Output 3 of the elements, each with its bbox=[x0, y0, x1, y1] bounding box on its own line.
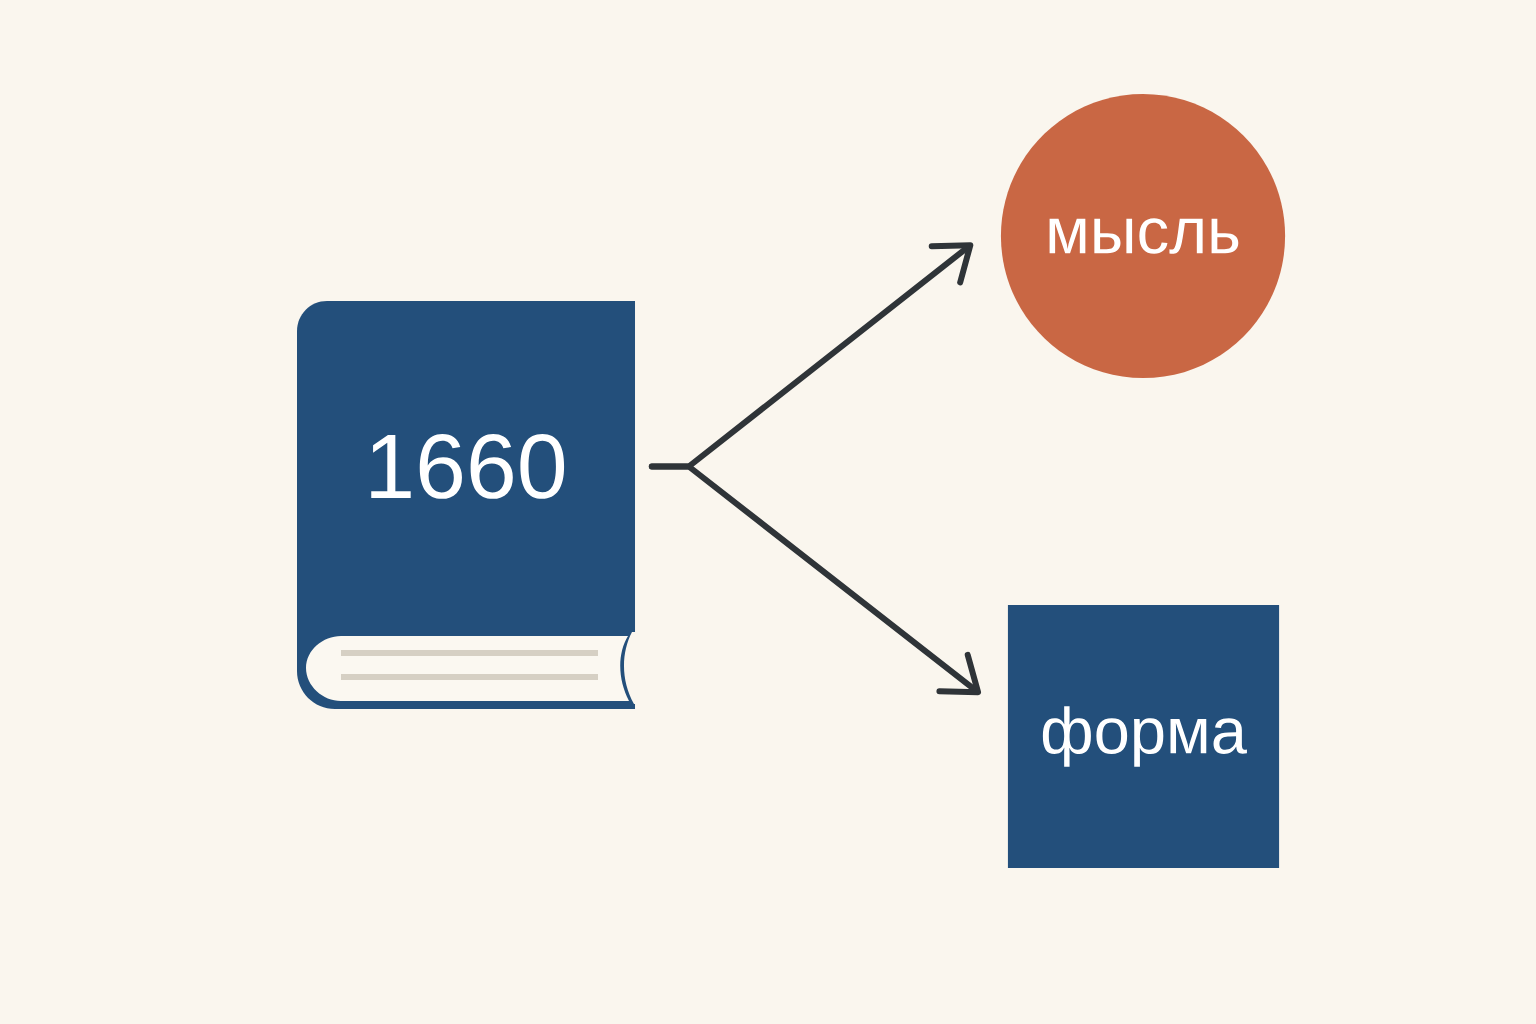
arrow bbox=[648, 463, 982, 696]
square-box: форма bbox=[1007, 604, 1280, 869]
book: 1660 bbox=[297, 301, 635, 709]
